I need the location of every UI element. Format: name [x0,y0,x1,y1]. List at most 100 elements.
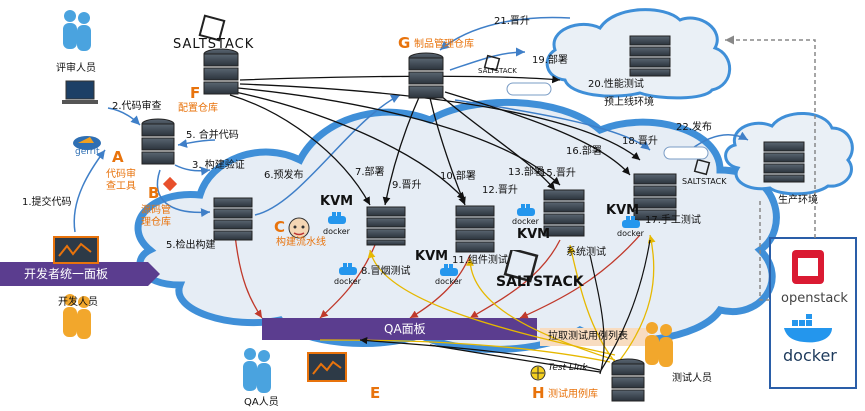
step-label: 18.晋升 [622,136,658,147]
gerrit-brand: gerrit [75,147,100,157]
saltstack-logo-icon [198,14,226,42]
database-icon [611,358,645,402]
docker-logo-icon [784,314,832,343]
section-a-label-2: 查工具 [106,181,136,192]
section-letter-c: C [274,218,286,236]
developer-panel-arrow [148,262,160,286]
server-rack-icon [455,205,495,253]
kvm-label: KVM [320,194,354,209]
step-label: 16.部署 [566,146,602,157]
docker-logo-icon [328,212,346,224]
section-letter-e: E [370,384,381,402]
step-label: 2.代码审查 [112,101,162,112]
env-manual: 17.手工测试 [645,215,701,226]
pull-cases-bg [540,328,648,346]
platform-frame [769,237,857,389]
server-rack-icon [366,206,406,246]
developer-panel-bg [0,262,148,286]
section-a-label-1: 代码审 [106,169,136,180]
qa-label: QA人员 [244,397,279,408]
docker-logo-icon [517,204,535,216]
testlink-logo-icon [530,365,546,381]
docker-label: docker [617,229,644,238]
docker-label: docker [334,277,361,286]
saltstack-logo-icon [483,54,501,72]
section-b-label-1: 源码管 [141,205,171,216]
laptop-icon [62,80,98,104]
env-component: 11.组件测试 [452,255,508,266]
docker-logo-icon [622,216,640,228]
kvm-label: KVM [517,227,551,242]
env-smoke: 8.冒烟测试 [361,266,411,277]
step-label: 19.部署 [532,55,568,66]
saltstack-brand-prod: SALTSTACK [682,177,727,186]
env-system: 系统测试 [566,247,606,258]
step-label: 7.部署 [355,167,385,178]
developer-label: 开发人员 [58,297,98,308]
section-h-label: 测试用例库 [548,389,598,400]
section-g-label: 制品管理仓库 [414,39,474,50]
step-label: 10.部署 [440,171,476,182]
section-c-label: 构建流水线 [276,237,326,248]
env-preprod: 预上线环境 [604,97,654,108]
section-letter-b: B [148,184,160,202]
repo-badge-icon [663,146,709,160]
docker-logo-icon [440,264,458,276]
docker-label: docker [512,217,539,226]
step-label: 15.晋升 [540,168,576,179]
qa-panel-bg [262,318,537,340]
step-label: 3. 构建验证 [192,160,245,171]
docker-label: docker [323,227,350,236]
step-label: 13.部署 [508,167,544,178]
env-perf: 20.性能测试 [588,79,644,90]
kvm-label: KVM [415,249,449,264]
step-label: 5. 合并代码 [186,130,239,141]
person-icon [63,294,91,339]
person-icon [243,348,271,393]
section-letter-h: H [532,384,545,402]
server-rack-icon [213,197,253,241]
qa-panel-title[interactable]: QA面板 [384,322,426,336]
step-label: 21.晋升 [494,16,530,27]
pull-cases-label: 拉取测试用例列表 [548,331,628,342]
reviewer-label: 评审人员 [56,63,96,74]
section-letter-a: A [112,148,124,166]
saltstack-brand-top: SALTSTACK [173,37,255,52]
repo-badge-icon [506,82,552,96]
saltstack-brand-mid: SALTSTACK [496,274,584,290]
database-icon [141,118,175,165]
docker-label: docker [435,277,462,286]
developer-panel-title[interactable]: 开发者统一面板 [24,267,109,281]
docker-big-label: docker [783,346,837,365]
env-prod: 生产环境 [778,195,818,206]
saltstack-brand-g: SALTSTACK [478,67,517,75]
git-logo-icon [162,176,178,192]
step-label: 12.晋升 [482,185,518,196]
step-label: 22.发布 [676,122,712,133]
saltstack-logo-icon [693,158,711,176]
server-rack-icon [763,141,805,183]
server-rack-icon [629,35,671,77]
step-label: 1.提交代码 [22,197,72,208]
step-label: 5.检出构建 [166,240,216,251]
database-icon [408,52,444,99]
tester-label: 测试人员 [672,373,712,384]
person-icon [63,10,91,51]
jenkins-icon [288,217,310,239]
database-icon [203,48,239,95]
monitor-chart-icon [53,236,99,264]
server-rack-icon [633,173,677,221]
docker-logo-icon [339,263,357,275]
step-label: 9.晋升 [392,180,422,191]
saltstack-logo-icon [503,250,539,283]
section-letter-f: F [190,84,201,102]
openstack-label: openstack [781,291,848,306]
step-label: 6.预发布 [264,170,304,181]
kvm-label: KVM [606,203,640,218]
server-rack-icon [543,189,585,237]
monitor-chart-icon [307,352,347,382]
gerrit-logo-icon [73,136,101,150]
openstack-logo-icon [792,250,824,284]
person-icon [645,322,673,367]
